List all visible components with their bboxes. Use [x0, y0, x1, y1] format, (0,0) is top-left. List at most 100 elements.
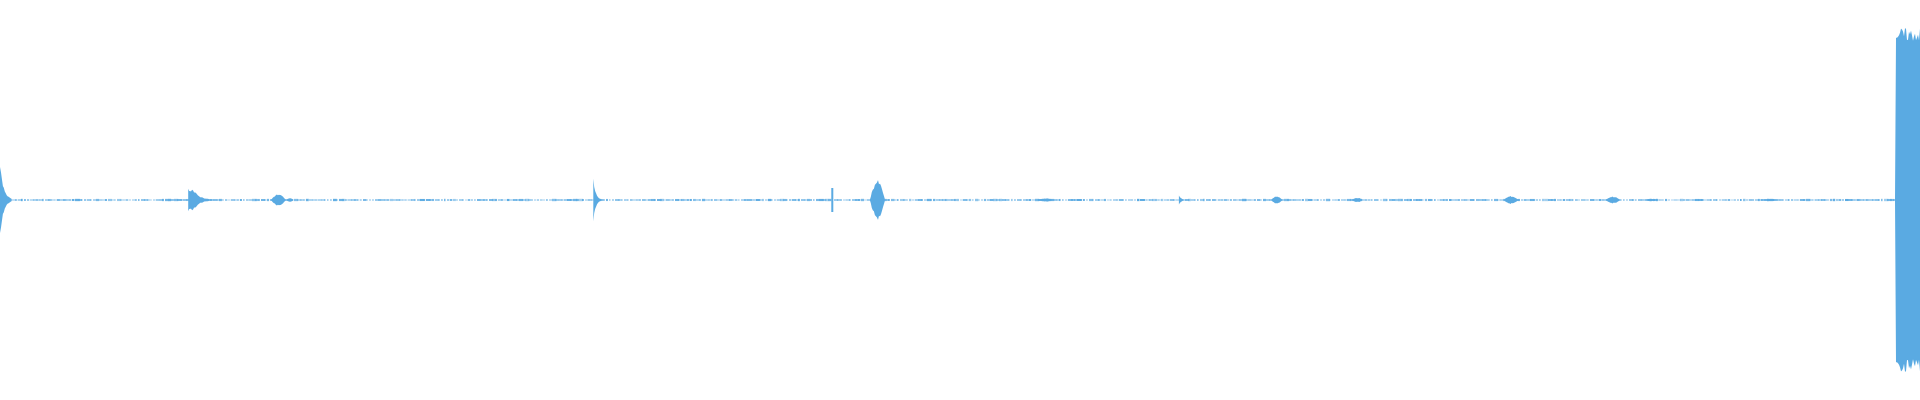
- baseline-segment: [1239, 199, 1243, 201]
- baseline-segment: [1824, 199, 1828, 201]
- waveform-peak-shape: [1271, 196, 1283, 204]
- baseline-segment: [1167, 199, 1170, 201]
- baseline-segment: [1701, 199, 1704, 201]
- waveform-peak: [1271, 196, 1283, 204]
- baseline-segment: [921, 199, 923, 201]
- baseline-segment: [1302, 199, 1304, 201]
- baseline-segment: [1578, 199, 1581, 201]
- baseline-segment: [51, 199, 55, 201]
- baseline-segment: [783, 198, 787, 202]
- baseline-segment: [222, 199, 224, 201]
- baseline-segment: [546, 199, 548, 201]
- baseline-segment: [1185, 199, 1189, 201]
- baseline-segment: [1674, 199, 1678, 201]
- baseline-segment: [1422, 199, 1425, 201]
- baseline-segment: [1245, 199, 1248, 201]
- baseline-segment: [1164, 199, 1168, 201]
- baseline-segment: [708, 199, 713, 201]
- baseline-segment: [435, 199, 439, 201]
- baseline-segment: [42, 198, 44, 202]
- baseline-segment: [855, 199, 860, 201]
- baseline-segment: [1227, 199, 1230, 201]
- baseline-segment: [69, 199, 72, 201]
- baseline-segment: [1842, 199, 1844, 201]
- baseline-segment: [1317, 199, 1319, 201]
- baseline-segment: [477, 199, 481, 201]
- baseline-segment: [438, 199, 440, 201]
- baseline-segment: [1236, 199, 1241, 201]
- baseline-segment: [105, 199, 108, 201]
- baseline-segment: [18, 199, 22, 201]
- baseline-segment: [1242, 198, 1247, 202]
- baseline-segment: [1461, 199, 1465, 201]
- baseline-segment: [657, 199, 662, 201]
- baseline-segment: [1137, 198, 1140, 202]
- baseline-segment: [747, 199, 752, 201]
- baseline-segment: [1398, 198, 1403, 202]
- baseline-segment: [618, 199, 623, 201]
- baseline-segment: [66, 199, 70, 201]
- baseline-segment: [1734, 199, 1736, 201]
- baseline-segment: [111, 199, 116, 201]
- baseline-segment: [1725, 199, 1729, 201]
- baseline-segment: [1110, 199, 1112, 201]
- baseline-segment: [693, 198, 696, 202]
- baseline-segment: [360, 199, 362, 201]
- baseline-segment: [726, 199, 731, 201]
- baseline-segment: [558, 199, 563, 201]
- baseline-segment: [1560, 199, 1563, 201]
- baseline-segment: [102, 199, 107, 201]
- baseline-segment: [1683, 199, 1686, 201]
- baseline-segment: [522, 199, 526, 201]
- baseline-segment: [1107, 199, 1110, 201]
- baseline-segment: [1176, 199, 1180, 201]
- baseline-segment: [21, 198, 23, 202]
- baseline-segment: [534, 199, 537, 201]
- baseline-segment: [384, 199, 388, 201]
- baseline-segment: [531, 199, 534, 201]
- baseline-segment: [1446, 198, 1448, 202]
- baseline-segment: [732, 199, 735, 201]
- baseline-segment: [1710, 199, 1712, 201]
- baseline-segment: [1314, 199, 1318, 201]
- baseline-segment: [990, 198, 994, 202]
- baseline-segment: [498, 199, 503, 201]
- baseline-segment: [234, 199, 239, 201]
- baseline-segment: [681, 198, 685, 202]
- baseline-segment: [1218, 199, 1221, 201]
- baseline-segment: [1599, 198, 1602, 202]
- baseline-segment: [312, 199, 316, 201]
- baseline-segment: [624, 199, 627, 201]
- baseline-segment: [1815, 199, 1820, 201]
- baseline-segment: [1425, 198, 1428, 202]
- baseline-segment: [1383, 198, 1388, 202]
- baseline-segment: [1866, 199, 1869, 201]
- baseline-segment: [945, 198, 948, 202]
- waveform-peak-shape: [286, 198, 294, 202]
- baseline-segment: [1590, 199, 1595, 201]
- baseline-segment: [132, 199, 136, 201]
- baseline-segment: [48, 199, 52, 201]
- baseline-segment: [1086, 199, 1088, 201]
- baseline-segment: [1692, 199, 1697, 201]
- baseline-segment: [753, 199, 757, 201]
- baseline-segment: [1593, 199, 1598, 201]
- baseline-segment: [123, 199, 127, 201]
- baseline-segment: [1470, 199, 1475, 201]
- baseline-segment: [816, 198, 820, 202]
- baseline-segment: [957, 198, 959, 202]
- baseline-segment: [369, 199, 372, 201]
- baseline-segment: [351, 199, 356, 201]
- baseline-segment: [1662, 199, 1664, 201]
- baseline-segment: [489, 199, 494, 201]
- baseline-segment: [33, 199, 38, 201]
- baseline-segment: [987, 199, 991, 201]
- baseline-segment: [465, 199, 470, 201]
- baseline-segment: [579, 198, 583, 202]
- baseline-segment: [513, 199, 517, 201]
- baseline-segment: [621, 199, 623, 201]
- baseline-segment: [60, 199, 65, 201]
- baseline-segment: [606, 198, 608, 202]
